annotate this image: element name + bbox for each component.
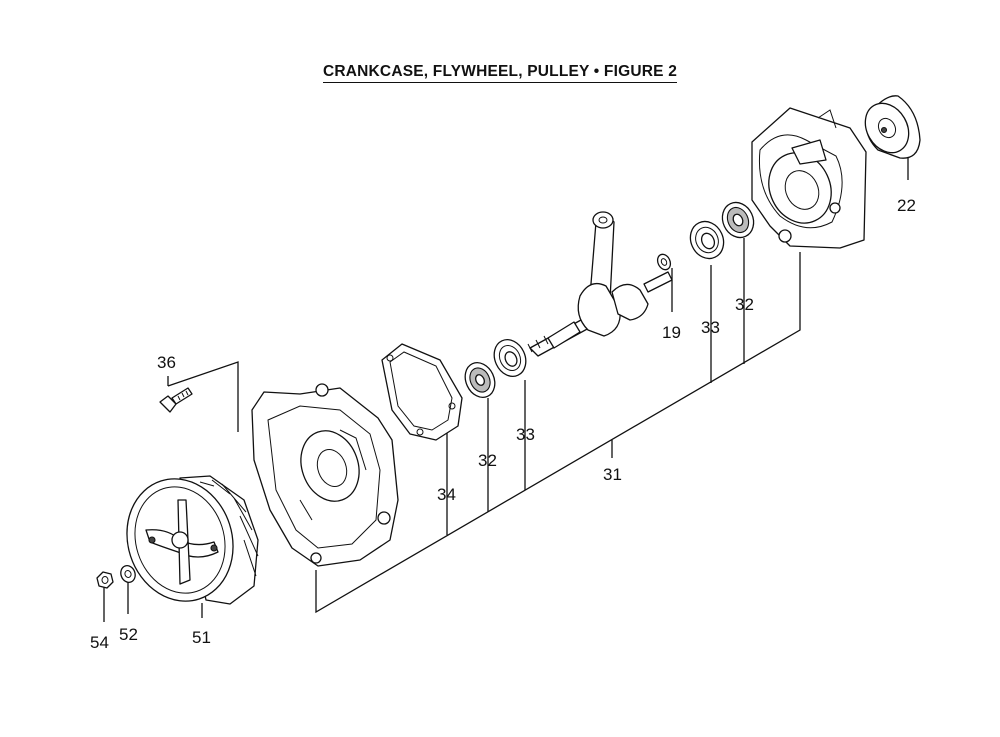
callout-32-left: 32: [478, 451, 497, 470]
callout-52: 52: [119, 625, 138, 644]
callout-31: 31: [603, 465, 622, 484]
page-title: CRANKCASE, FLYWHEEL, PULLEY • FIGURE 2: [0, 63, 1000, 83]
callout-32-right: 32: [735, 295, 754, 314]
page-title-text: CRANKCASE, FLYWHEEL, PULLEY • FIGURE 2: [322, 63, 678, 83]
leader-36: [167, 361, 239, 432]
callout-33-right: 33: [701, 318, 720, 337]
callout-22: 22: [897, 196, 916, 215]
crankcase-right-half: [751, 107, 867, 249]
bearing-right-32: [721, 201, 755, 239]
leader-lines: [103, 155, 909, 622]
gasket-34: [381, 343, 463, 441]
leader-bracket-31: [315, 252, 801, 614]
screw-36: [159, 387, 193, 413]
callout-19: 19: [662, 323, 681, 342]
callout-54: 54: [90, 633, 109, 652]
pulley-drum: [864, 95, 921, 159]
crankcase-left-half: [251, 383, 399, 567]
callout-numbers: 22 19 33 32 36 32 33 34 31 54 52 51: [90, 196, 916, 652]
washer-19: [656, 253, 672, 271]
callout-51: 51: [192, 628, 211, 647]
seal-right-33: [689, 220, 725, 260]
crankshaft-assembly: [527, 211, 673, 357]
seal-left-33: [493, 339, 527, 377]
callout-36: 36: [157, 353, 176, 372]
callout-33-left: 33: [516, 425, 535, 444]
nut-54: [96, 571, 114, 589]
flywheel-51: [126, 475, 259, 605]
bearing-left-32: [464, 361, 496, 399]
washer-52: [120, 565, 136, 583]
callout-34: 34: [437, 485, 456, 504]
